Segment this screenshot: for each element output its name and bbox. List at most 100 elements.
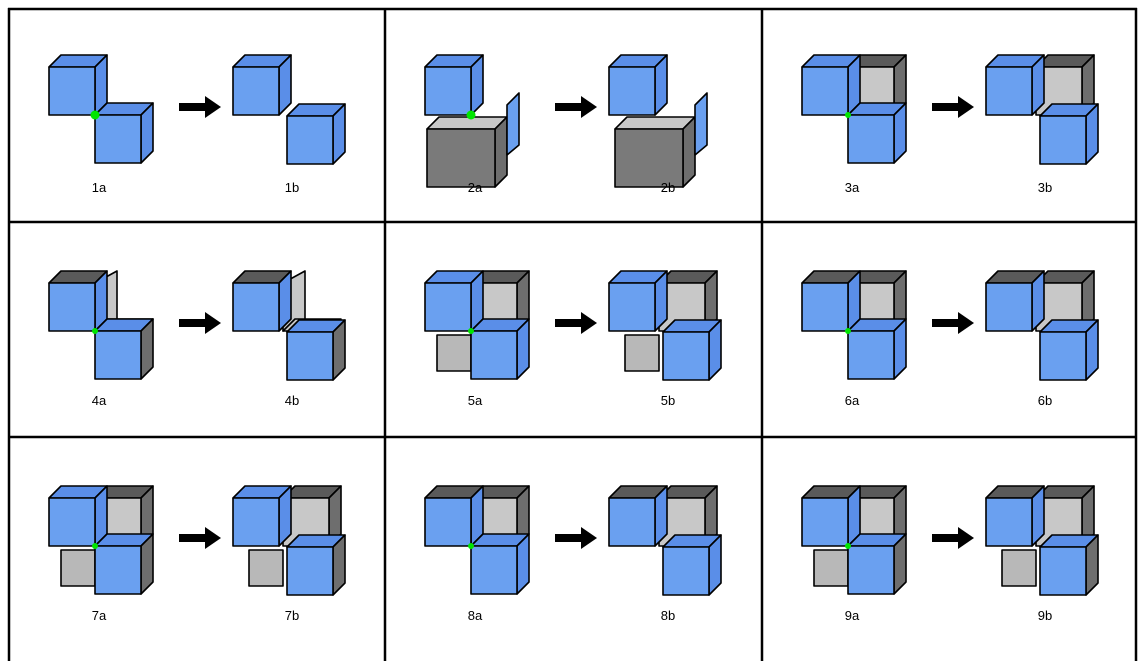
label-b-5: 5b: [661, 393, 675, 408]
label-b-8: 8b: [661, 608, 675, 623]
label-a-6: 6a: [845, 393, 860, 408]
label-b-3: 3b: [1038, 180, 1052, 195]
cube-front-face: [232, 497, 280, 547]
shared-vertex-point: [468, 328, 474, 334]
arrow-head: [205, 312, 221, 334]
panel-6: 6a 6b: [801, 270, 1099, 408]
shared-vertex-point: [90, 110, 100, 120]
label-a-2: 2a: [468, 180, 483, 195]
cube-front-face: [1039, 546, 1087, 596]
arrow-head: [581, 527, 597, 549]
cube-front-face: [608, 66, 656, 116]
cube-front-face: [608, 497, 656, 547]
cube-front-face: [662, 331, 710, 381]
cube-front-face: [985, 66, 1033, 116]
cube-front-face: [847, 545, 895, 595]
panel-8: 8a 8b: [424, 485, 722, 623]
blue-side-sliver: [694, 92, 708, 156]
cube-front-face: [424, 66, 472, 116]
shared-vertex-point: [468, 543, 474, 549]
label-b-2: 2b: [661, 180, 675, 195]
arrow-shaft: [179, 319, 205, 327]
arrow-shaft: [555, 534, 581, 542]
cube-front-face: [847, 114, 895, 164]
cube-front-face: [232, 282, 280, 332]
gray-cube-top: [614, 116, 696, 130]
label-a-5: 5a: [468, 393, 483, 408]
label-a-8: 8a: [468, 608, 483, 623]
arrow-shaft: [932, 319, 958, 327]
arrow-head: [581, 312, 597, 334]
label-b-9: 9b: [1038, 608, 1052, 623]
blue-side-sliver: [506, 92, 520, 156]
panel-3: 3a 3b: [801, 54, 1099, 195]
lower-left-gray-face: [1001, 549, 1037, 587]
cube-front-face: [48, 282, 96, 332]
cube-front-face: [94, 330, 142, 380]
cube-front-face: [1039, 331, 1087, 381]
arrow-shaft: [555, 319, 581, 327]
cube-front-face: [48, 66, 96, 116]
cube-front-face: [801, 497, 849, 547]
label-b-7: 7b: [285, 608, 299, 623]
arrow-shaft: [932, 103, 958, 111]
lower-left-gray-face: [60, 549, 96, 587]
label-b-4: 4b: [285, 393, 299, 408]
label-b-1: 1b: [285, 180, 299, 195]
cube-front-face: [232, 66, 280, 116]
panel-2: 2a 2b: [424, 54, 708, 195]
panel-9: 9a 9b: [801, 485, 1099, 623]
cube-front-face: [608, 282, 656, 332]
cube-front-face: [985, 282, 1033, 332]
shared-vertex-point: [92, 543, 98, 549]
cube-front-face: [801, 282, 849, 332]
shared-vertex-point: [92, 328, 98, 334]
arrow-shaft: [555, 103, 581, 111]
arrow-head: [958, 527, 974, 549]
cube-front-face: [985, 497, 1033, 547]
arrow-shaft: [932, 534, 958, 542]
arrow-shaft: [179, 103, 205, 111]
panel-4: 4a 4b: [48, 270, 346, 408]
label-b-6: 6b: [1038, 393, 1052, 408]
arrow-head: [958, 96, 974, 118]
label-a-9: 9a: [845, 608, 860, 623]
cube-front-face: [424, 282, 472, 332]
gray-cube-side: [494, 116, 508, 188]
lower-left-gray-face: [813, 549, 849, 587]
lower-left-gray-face: [624, 334, 660, 372]
arrow-head: [205, 96, 221, 118]
cube-front-face: [94, 545, 142, 595]
gray-cube-front: [614, 128, 684, 188]
panel-5: 5a 5b: [424, 270, 722, 408]
cube-front-face: [424, 497, 472, 547]
label-a-3: 3a: [845, 180, 860, 195]
cube-front-face: [847, 330, 895, 380]
arrow-shaft: [179, 534, 205, 542]
gray-cube-front: [426, 128, 496, 188]
shared-vertex-point: [845, 328, 851, 334]
shared-vertex-point: [466, 110, 476, 120]
cube-front-face: [662, 546, 710, 596]
arrow-head: [958, 312, 974, 334]
shared-vertex-point: [845, 543, 851, 549]
cube-front-face: [1039, 115, 1087, 165]
cube-front-face: [801, 66, 849, 116]
cube-front-face: [470, 545, 518, 595]
shared-vertex-point: [845, 112, 851, 118]
gray-cube-side: [682, 116, 696, 188]
arrow-head: [581, 96, 597, 118]
cube-front-face: [470, 330, 518, 380]
gray-cube-top: [426, 116, 508, 130]
lower-left-gray-face: [248, 549, 284, 587]
lower-left-gray-face: [436, 334, 472, 372]
cube-front-face: [286, 331, 334, 381]
label-a-7: 7a: [92, 608, 107, 623]
arrow-head: [205, 527, 221, 549]
panel-7: 7a 7b: [48, 485, 346, 623]
label-a-4: 4a: [92, 393, 107, 408]
cube-front-face: [94, 114, 142, 164]
cube-front-face: [286, 115, 334, 165]
